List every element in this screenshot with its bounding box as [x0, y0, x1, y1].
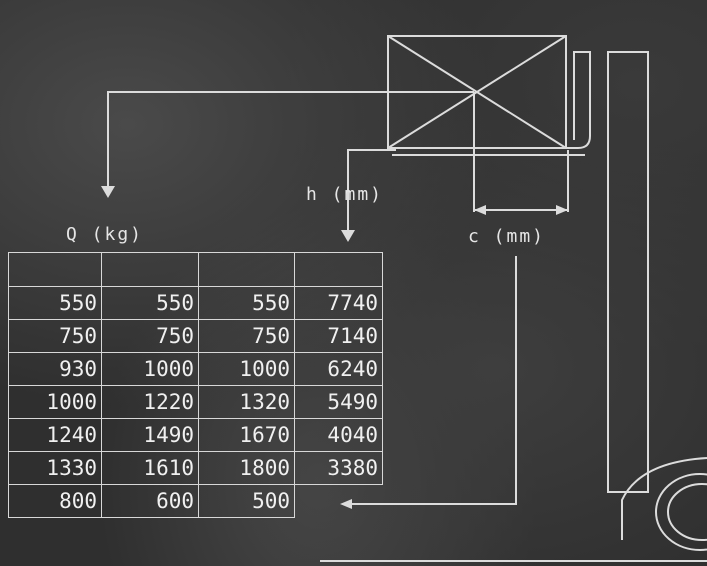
- table-cell: 1610: [101, 451, 199, 485]
- table-cell: 3380: [294, 451, 383, 485]
- chassis-outline: [621, 457, 707, 540]
- load-center-pointer-line: [344, 256, 517, 505]
- table-cell: 550: [101, 286, 199, 320]
- table-cell: 1000: [8, 385, 102, 419]
- table-cell: 1220: [101, 385, 199, 419]
- dimension-arrow-icon: [556, 205, 568, 215]
- table-header-cell: [294, 252, 383, 287]
- table-cell: 1670: [198, 418, 295, 452]
- height-arrow-icon: [341, 230, 355, 242]
- table-cell: 7740: [294, 286, 383, 320]
- table-cell: 750: [101, 319, 199, 353]
- lift-height-label: h (mm): [306, 184, 384, 205]
- table-cell: 750: [8, 319, 102, 353]
- weight-arrow-icon: [101, 186, 115, 198]
- table-cell: 1490: [101, 418, 199, 452]
- table-cell: 550: [198, 286, 295, 320]
- table-cell: 1330: [8, 451, 102, 485]
- load-box-diagonal: [387, 35, 567, 149]
- table-cell: 930: [8, 352, 102, 386]
- table-cell: 4040: [294, 418, 383, 452]
- table-header-cell: [101, 252, 199, 287]
- table-cell: 550: [8, 286, 102, 320]
- load-center-cell: 800: [8, 484, 102, 518]
- table-cell: 1800: [198, 451, 295, 485]
- wheel: [655, 473, 707, 551]
- table-cell: 1240: [8, 418, 102, 452]
- mast: [607, 51, 649, 493]
- load-center-cell: 600: [101, 484, 199, 518]
- load-weight-label: Q (kg): [66, 224, 144, 245]
- table-header-cell: [8, 252, 102, 287]
- table-cell: 1320: [198, 385, 295, 419]
- table-cell: 7140: [294, 319, 383, 353]
- table-cell: 1000: [198, 352, 295, 386]
- table-header-row: [8, 252, 383, 287]
- height-pointer-line: [347, 149, 396, 232]
- table-cell: 5490: [294, 385, 383, 419]
- table-cell: 6240: [294, 352, 383, 386]
- load-center-label: c (mm): [468, 226, 546, 247]
- load-center-cell: 500: [198, 484, 295, 518]
- dimension-arrow-icon: [474, 205, 486, 215]
- table-header-cell: [198, 252, 295, 287]
- table-cell: 750: [198, 319, 295, 353]
- empty-cell: [294, 484, 383, 518]
- wheel-inner: [667, 483, 707, 541]
- weight-pointer-line: [107, 91, 474, 188]
- fork: [392, 51, 591, 149]
- table-cell: 1000: [101, 352, 199, 386]
